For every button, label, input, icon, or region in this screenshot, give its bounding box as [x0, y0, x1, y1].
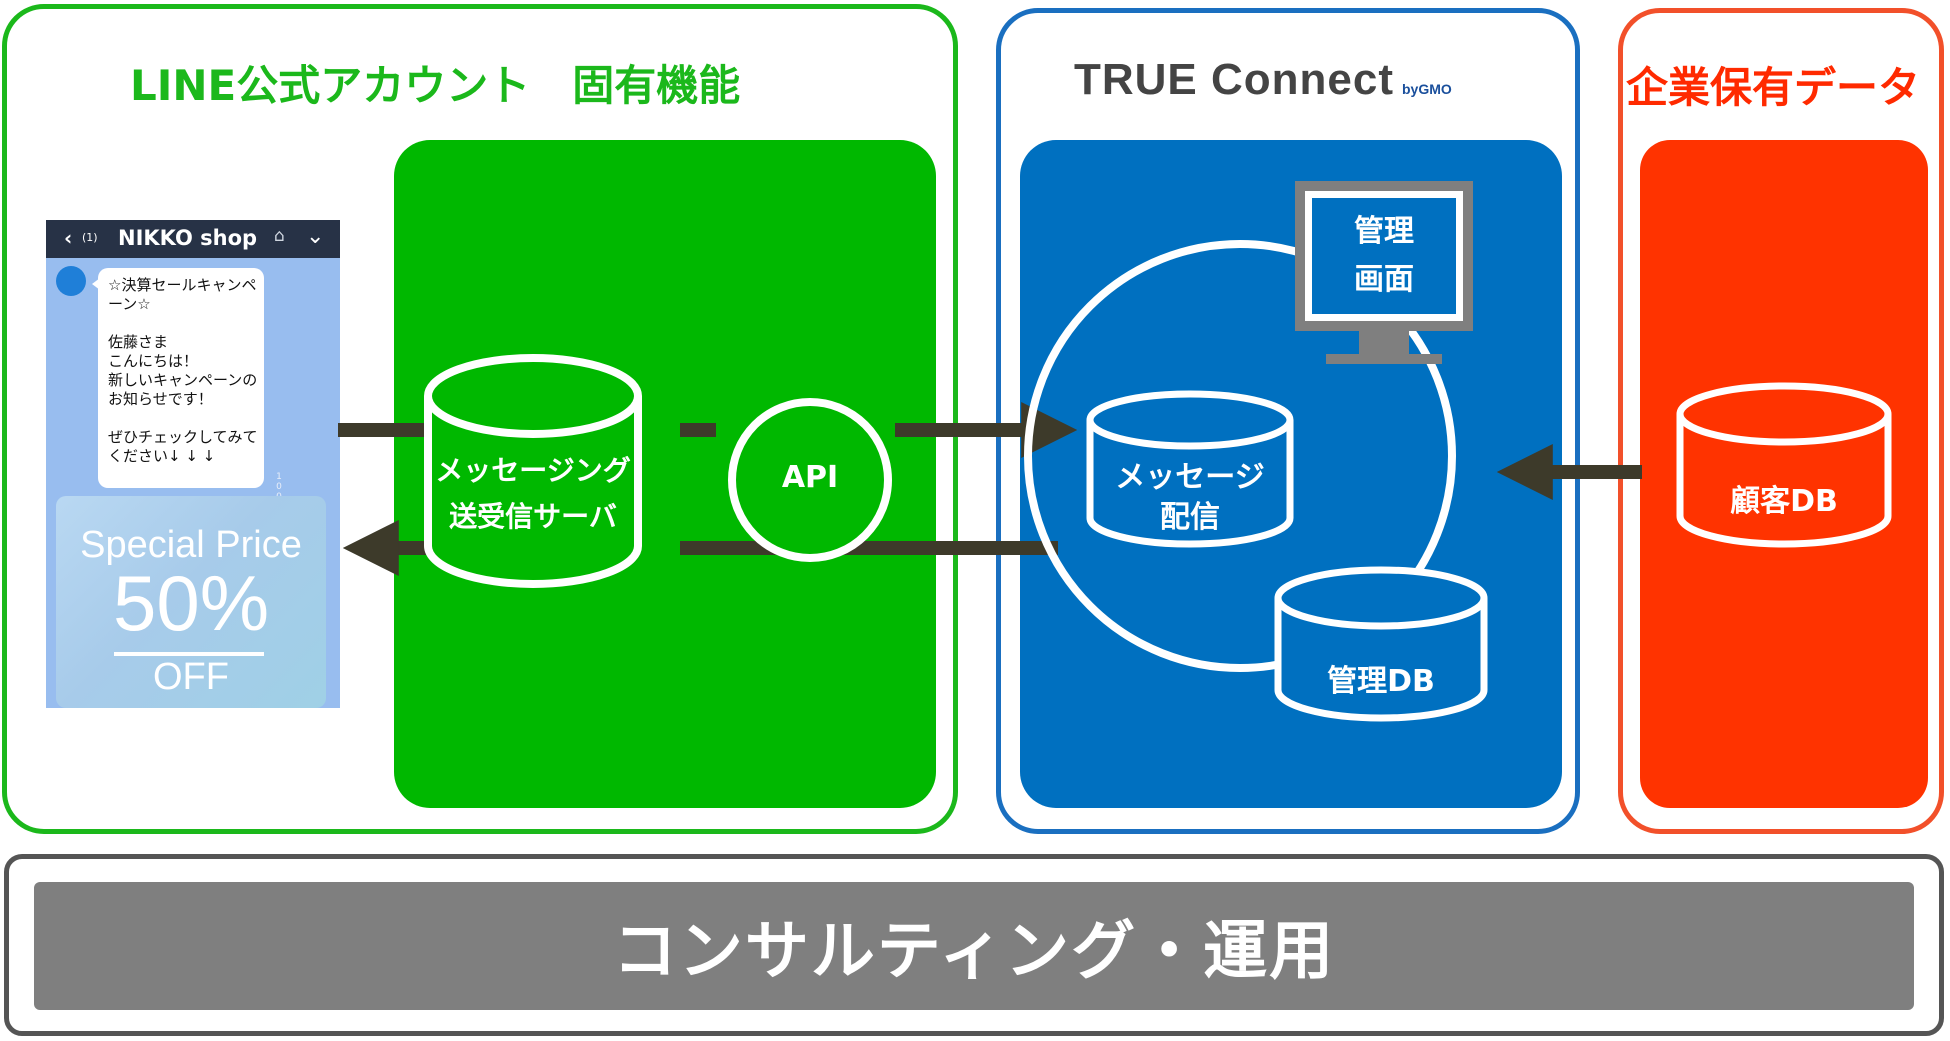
line-section-frame: [2, 4, 958, 834]
logo-by-text: byGMO: [1402, 81, 1452, 97]
monitor-label-line2: 画面: [1354, 262, 1414, 297]
avatar: [56, 266, 86, 296]
chevron-down-icon[interactable]: ⌄: [306, 224, 325, 249]
unread-count: (1): [82, 231, 98, 244]
promo-percent: 50%: [112, 559, 270, 647]
phone-header: ‹ (1) NIKKO shop ⌂ ⌄: [46, 220, 340, 258]
chevron-left-icon[interactable]: ‹: [64, 226, 73, 250]
consulting-bar: コンサルティング・運用: [34, 882, 1914, 1010]
admin-db-label: 管理DB: [1327, 664, 1435, 699]
home-icon[interactable]: ⌂: [274, 226, 285, 246]
api-label: API: [781, 460, 839, 495]
monitor-label: 管理 画面: [1312, 208, 1456, 304]
messaging-server-label-line2: 送受信サーバ: [449, 500, 617, 533]
customer-db-label: 顧客DB: [1730, 484, 1838, 519]
monitor-label-line1: 管理: [1354, 214, 1414, 249]
promo-off: OFF: [153, 656, 229, 698]
line-phone-mockup: ‹ (1) NIKKO shop ⌂ ⌄ ☆決算セールキャンペーン☆ 佐藤さま …: [46, 220, 340, 708]
promo-special-price: Special Price: [80, 524, 302, 566]
messaging-server-label: メッセージング 送受信サーバ: [428, 448, 638, 540]
true-connect-logo: TRUE Connect byGMO: [1074, 55, 1452, 105]
corporate-data-title: 企業保有データ: [1626, 63, 1921, 112]
message-delivery-label-line2: 配信: [1160, 500, 1220, 535]
consulting-label: コンサルティング・運用: [612, 915, 1336, 989]
true-connect-section-frame: [996, 8, 1580, 834]
message-delivery-label-line1: メッセージ: [1115, 460, 1265, 495]
consulting-section-frame: [4, 854, 1944, 1036]
logo-main-text: TRUE Connect: [1074, 55, 1394, 104]
line-section-title: LINE公式アカウント 固有機能: [130, 61, 741, 110]
bubble-tail: [92, 278, 100, 290]
message-delivery-label: メッセージ 配信: [1090, 458, 1290, 538]
promo-image[interactable]: Special Price 50% OFF: [56, 496, 326, 708]
corporate-data-panel: [1640, 140, 1928, 808]
message-bubble: ☆決算セールキャンペーン☆ 佐藤さま こんにちは！ 新しいキャンペーンのお知らせ…: [98, 268, 264, 488]
corporate-data-section-frame: [1618, 8, 1944, 834]
messaging-server-label-line1: メッセージング: [435, 454, 631, 487]
promo-underline: [114, 652, 264, 656]
account-name: NIKKO shop: [118, 226, 258, 250]
